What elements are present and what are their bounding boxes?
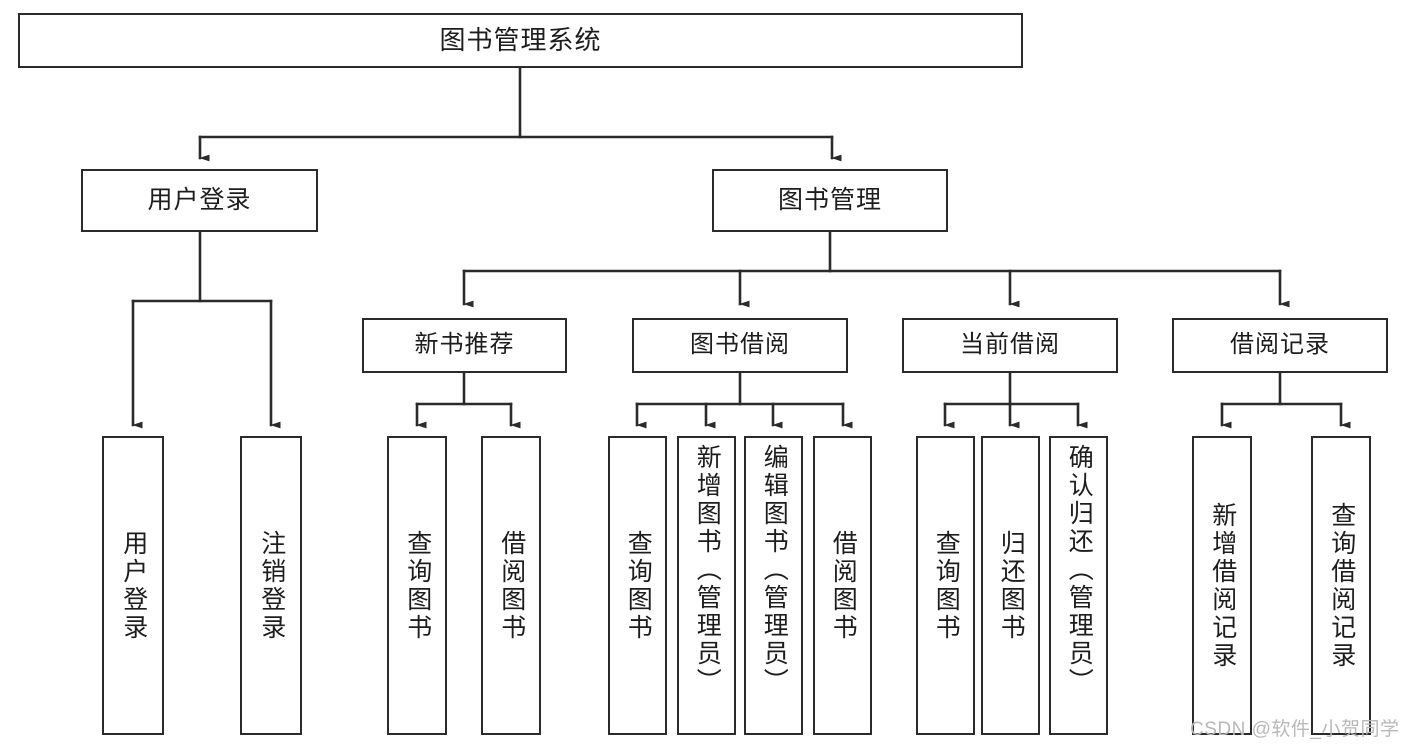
leaf-return-book[interactable]: 归还图书	[981, 436, 1040, 735]
node-label: 用户登录	[147, 185, 252, 214]
node-user-login[interactable]: 用户登录	[81, 169, 318, 232]
leaf-borrow-book-new-rec[interactable]: 借阅图书	[481, 436, 541, 735]
node-label: 归还图书	[997, 529, 1026, 642]
leaf-logout[interactable]: 注销登录	[240, 436, 302, 735]
node-label: 新书推荐	[414, 331, 515, 359]
node-label: 图书管理系统	[439, 25, 602, 56]
leaf-borrow-book[interactable]: 借阅图书	[813, 436, 872, 735]
leaf-add-book-admin[interactable]: 新增图书（管理员）	[677, 436, 736, 735]
node-label: 编辑图书（管理员）	[760, 444, 789, 696]
leaf-query-book-current[interactable]: 查询图书	[916, 436, 975, 735]
node-borrow-record[interactable]: 借阅记录	[1172, 318, 1388, 373]
node-root-library-management-system[interactable]: 图书管理系统	[18, 13, 1023, 68]
node-book-borrowing[interactable]: 图书借阅	[632, 318, 848, 373]
node-new-book-recommendation[interactable]: 新书推荐	[362, 318, 567, 373]
leaf-query-book-borrow[interactable]: 查询图书	[608, 436, 667, 735]
node-label: 新增图书（管理员）	[693, 444, 722, 696]
node-label: 借阅图书	[829, 529, 858, 642]
node-label: 新增借阅记录	[1208, 501, 1237, 670]
node-label: 查询图书	[932, 529, 961, 642]
watermark: CSDN @软件_小贺同学	[1190, 719, 1400, 740]
node-label: 借阅记录	[1230, 331, 1330, 359]
leaf-query-book-new-rec[interactable]: 查询图书	[387, 436, 447, 735]
node-book-management[interactable]: 图书管理	[712, 169, 948, 232]
leaf-confirm-return-admin[interactable]: 确认归还（管理员）	[1049, 436, 1108, 735]
node-label: 用户登录	[119, 529, 148, 642]
leaf-edit-book-admin[interactable]: 编辑图书（管理员）	[744, 436, 803, 735]
leaf-add-borrow-record[interactable]: 新增借阅记录	[1192, 436, 1252, 735]
node-label: 图书借阅	[690, 331, 790, 359]
node-label: 查询借阅记录	[1327, 501, 1356, 670]
node-current-borrowing[interactable]: 当前借阅	[902, 318, 1118, 373]
node-label: 图书管理	[777, 185, 882, 214]
leaf-user-login[interactable]: 用户登录	[102, 436, 164, 735]
node-label: 查询图书	[403, 529, 432, 642]
node-label: 查询图书	[624, 529, 653, 642]
node-label: 借阅图书	[497, 529, 526, 642]
node-label: 确认归还（管理员）	[1065, 444, 1094, 696]
node-label: 注销登录	[257, 529, 286, 642]
leaf-query-borrow-record[interactable]: 查询借阅记录	[1311, 436, 1371, 735]
node-label: 当前借阅	[960, 331, 1060, 359]
